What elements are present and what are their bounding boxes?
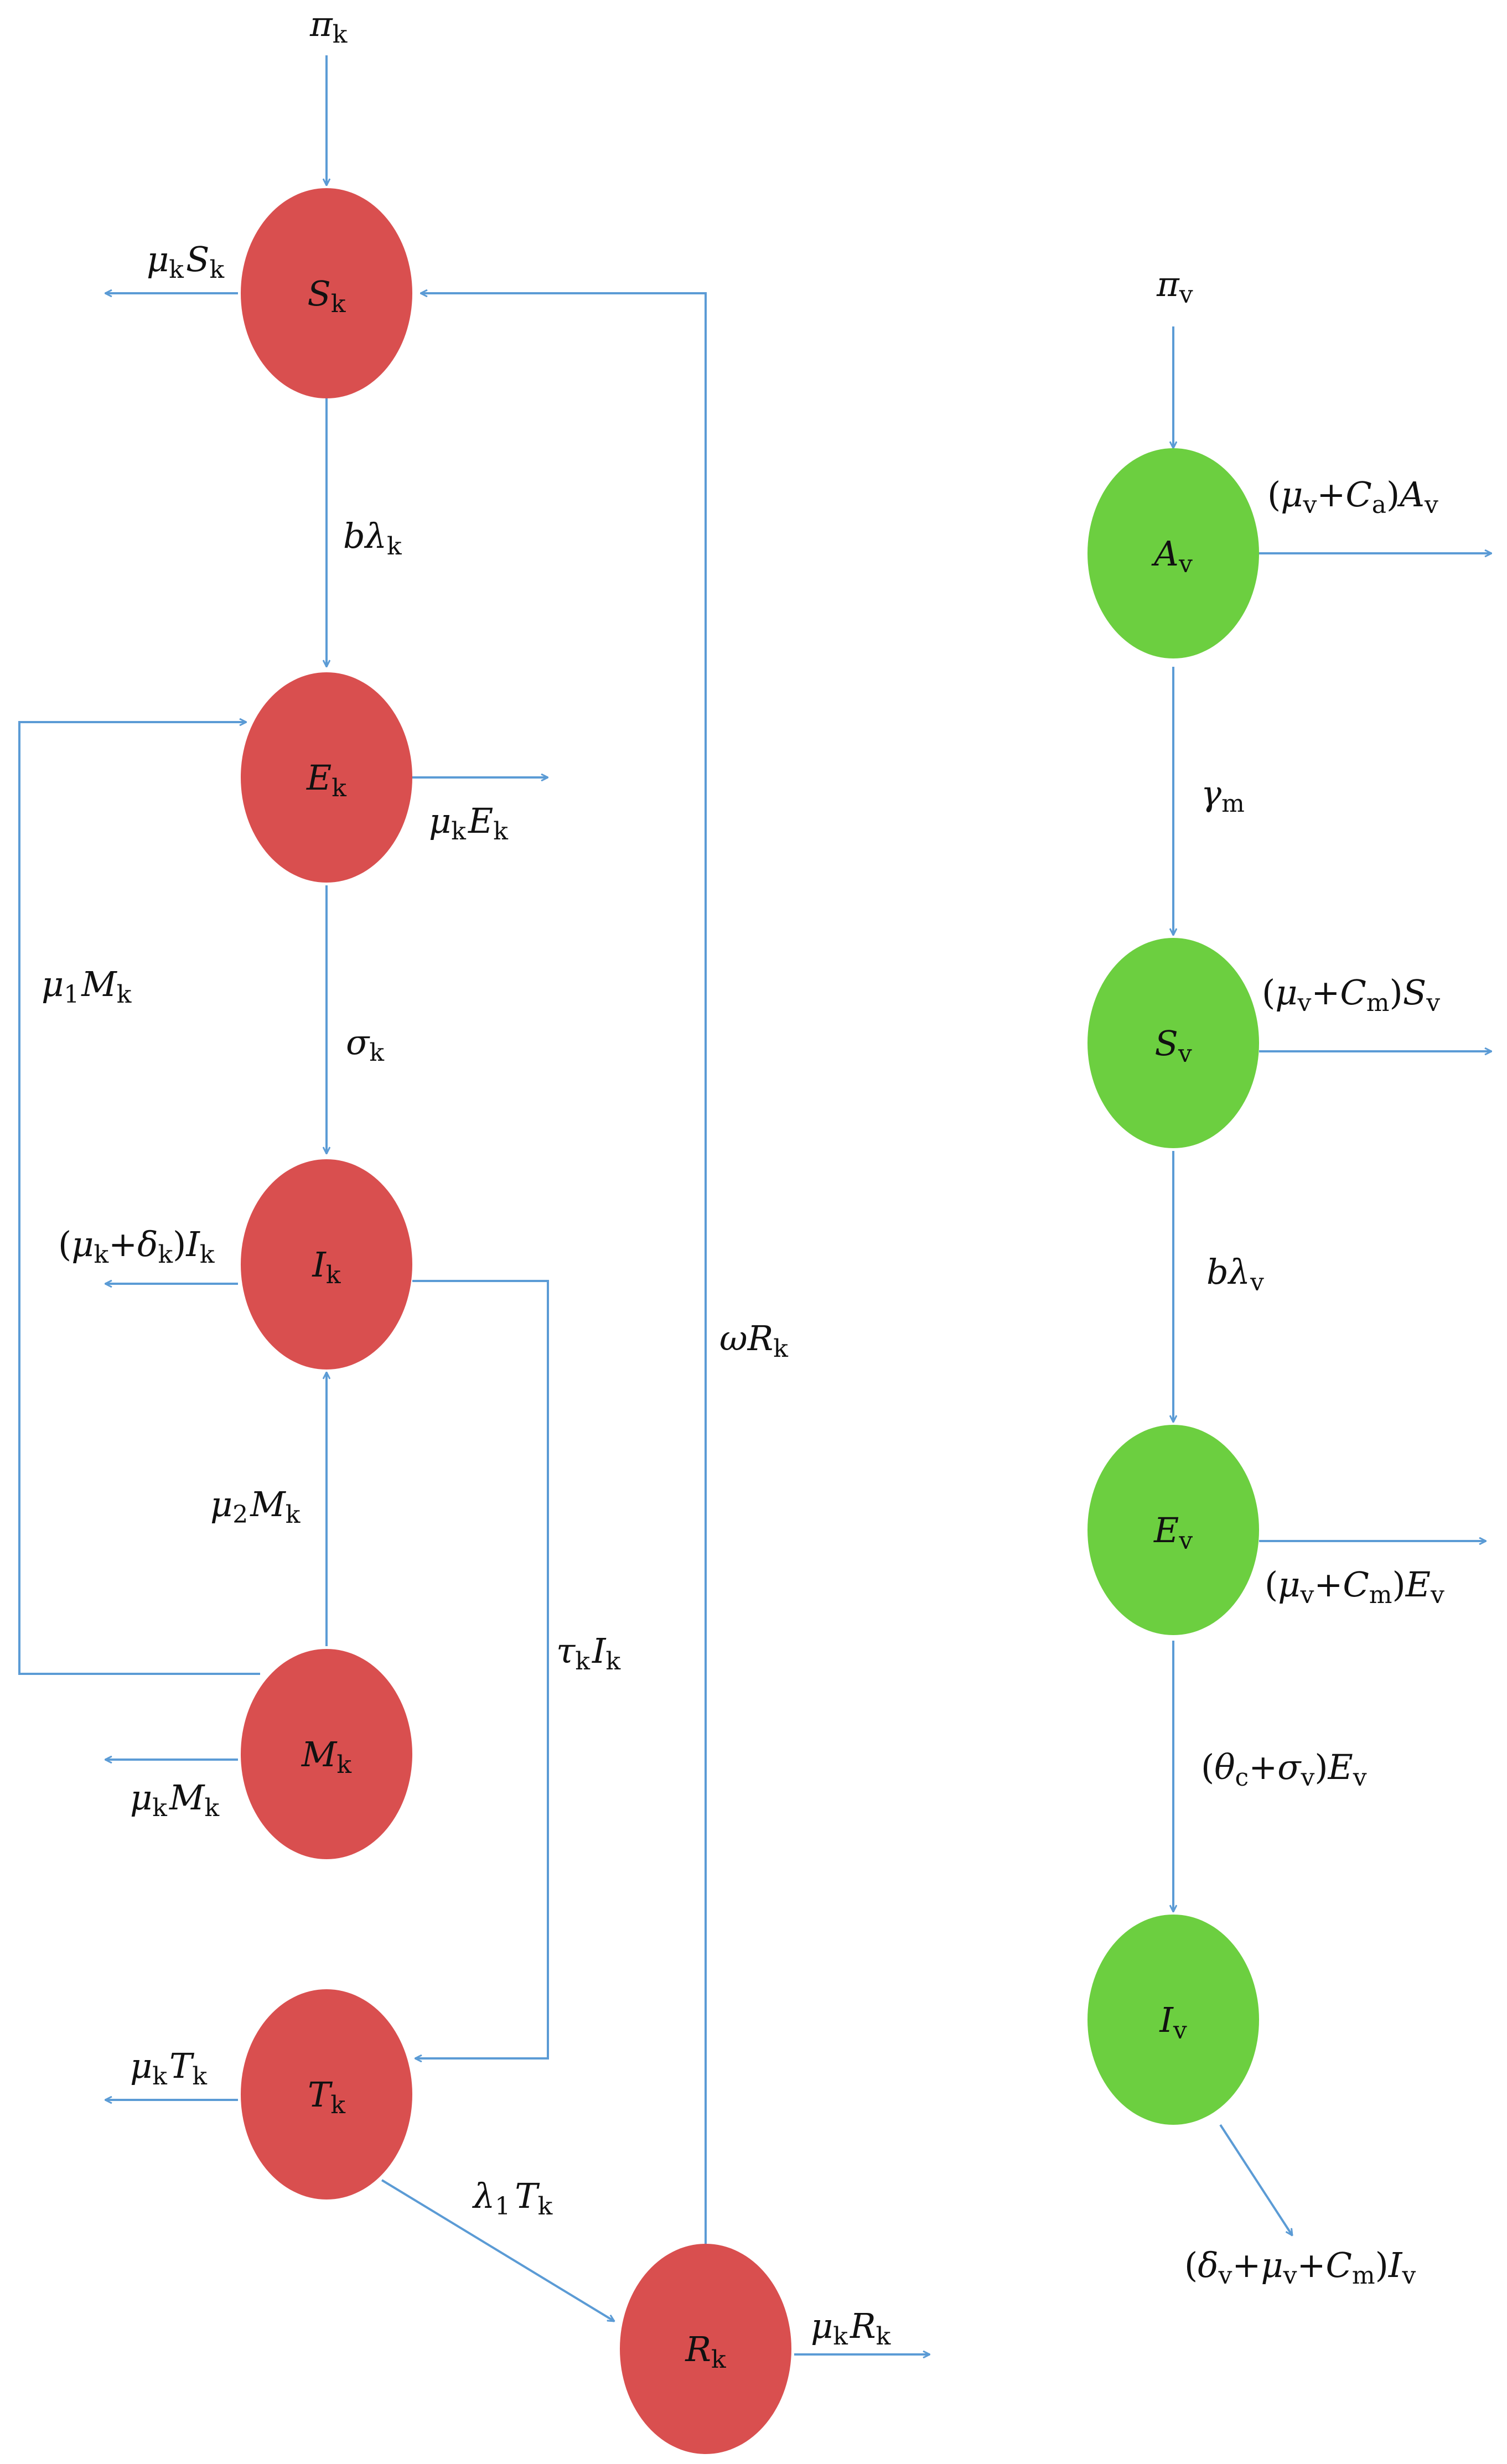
label-theta_sigma_E_v: (θc+σv)Ev (1201, 1747, 1367, 1792)
label-mu_delta_I_k: (μk+δk)Ik (58, 1224, 215, 1269)
node-T_k-shape (241, 1989, 412, 2200)
node-I_v-label: Iv (1159, 2000, 1187, 2045)
label-gamma_m: γm (1201, 773, 1245, 818)
arrow-T_k-to-R_k (381, 2179, 614, 2321)
label-mu_M_k: μkMk (130, 1777, 219, 1822)
human-edges (18, 55, 930, 2354)
node-R_k-shape (620, 2244, 791, 2454)
node-S_v-label: Sv (1154, 1023, 1192, 1068)
node-I_k-shape (241, 1159, 412, 1370)
human-nodes: Sk Ek Ik Mk Tk Rk (241, 188, 791, 2454)
node-I_v[interactable]: Iv (1087, 1915, 1259, 2125)
human-labels: πk μkSk bλk μkEk μ1Mk σk (μk+δk)Ik μ2Mk … (42, 4, 891, 2351)
node-R_k[interactable]: Rk (620, 2244, 791, 2454)
node-E_v-shape (1087, 1425, 1259, 1635)
node-E_k[interactable]: Ek (241, 672, 412, 883)
node-S_v-shape (1087, 938, 1259, 1148)
node-S_v[interactable]: Sv (1087, 938, 1259, 1148)
node-I_v-shape (1087, 1915, 1259, 2125)
node-I_k-label: Ik (312, 1244, 341, 1289)
arrow-M_k-to-E_k (18, 722, 260, 1675)
label-mu_E_k: μkEk (429, 801, 508, 845)
node-S_k-shape (241, 188, 412, 398)
label-mu2_M_k: μ2Mk (210, 1484, 301, 1529)
node-S_k[interactable]: Sk (241, 188, 412, 398)
node-I_k[interactable]: Ik (241, 1159, 412, 1370)
label-delta_mu_Cm_I_v: (δv+μv+Cm)Iv (1184, 2245, 1416, 2290)
arrow-R_k-to-S_k (421, 293, 707, 2244)
label-mu_T_k: μkTk (130, 2046, 207, 2090)
arrow-I_v-death (1219, 2124, 1292, 2235)
node-M_k[interactable]: Mk (241, 1649, 412, 1859)
label-sigma_k: σk (346, 1022, 384, 1067)
node-E_v-label: Ev (1153, 1510, 1193, 1555)
label-mu_R_k: μkRk (811, 2306, 891, 2351)
node-A_v-label: Av (1151, 533, 1193, 578)
node-T_k-label: Tk (308, 2074, 345, 2119)
node-S_k-label: Sk (307, 273, 345, 318)
node-A_v[interactable]: Av (1087, 448, 1259, 658)
label-b_lambda_v: bλv (1206, 1252, 1264, 1296)
label-b_lambda_k: bλk (343, 516, 402, 561)
vector-edges (1173, 326, 1492, 2235)
node-E_v[interactable]: Ev (1087, 1425, 1259, 1635)
label-pi_k: πk (309, 4, 348, 49)
node-E_k-shape (241, 672, 412, 883)
node-T_k[interactable]: Tk (241, 1989, 412, 2200)
node-M_k-shape (241, 1649, 412, 1859)
label-tau_I_k: τkIk (556, 1631, 620, 1675)
node-A_v-shape (1087, 448, 1259, 658)
label-mu_Ca_A_v: (μv+Ca)Av (1267, 474, 1438, 519)
node-R_k-label: Rk (685, 2329, 726, 2374)
label-mu_Cm_S_v: (μv+Cm)Sv (1262, 972, 1440, 1017)
arrow-I_k-to-T_k (412, 1280, 549, 2058)
label-omega_R_k: ωRk (719, 1318, 788, 1363)
vector-labels: πv (μv+Ca)Av γm (μv+Cm)Sv bλv (μv+Cm)Ev … (1156, 264, 1444, 2290)
label-mu1_M_k: μ1Mk (42, 964, 132, 1009)
label-pi_v: πv (1156, 264, 1193, 309)
label-mu_S_k: μkSk (147, 239, 224, 284)
node-M_k-label: Mk (301, 1734, 351, 1779)
vector-nodes: Av Sv Ev Iv (1087, 448, 1259, 2125)
label-mu_Cm_E_v: (μv+Cm)Ev (1265, 1564, 1444, 1609)
node-E_k-label: Ek (306, 758, 346, 802)
